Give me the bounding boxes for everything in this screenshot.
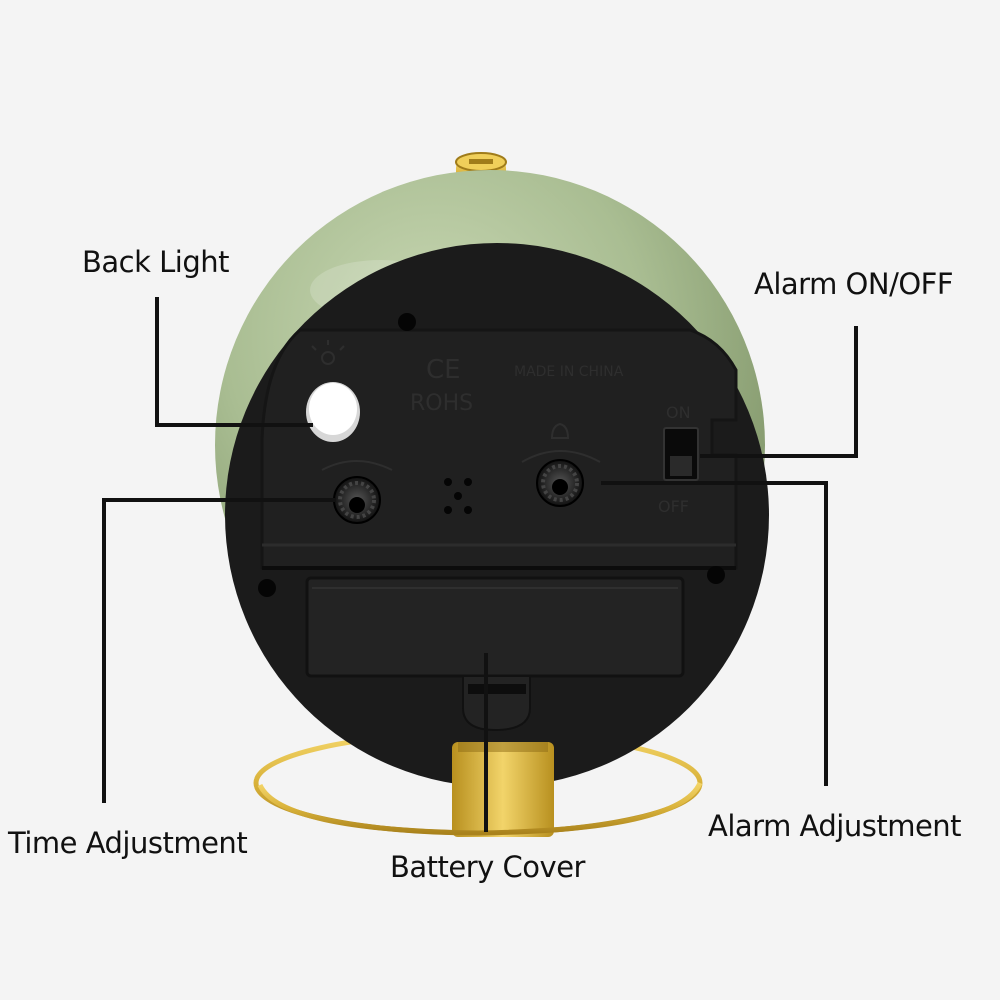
leader-lines [102, 297, 858, 832]
rohs-mark: ROHS [410, 391, 473, 416]
alarm-on-off-switch[interactable] [663, 427, 699, 481]
on-mark: ON [666, 403, 691, 422]
alarm-on-off-leader [700, 326, 858, 458]
screw-hole [707, 566, 725, 584]
stand-bracket [452, 742, 554, 837]
screw-hole [258, 579, 276, 597]
made-in-mark: MADE IN CHINA [514, 364, 624, 380]
back-light-label: Back Light [82, 245, 230, 279]
battery-cover-label: Battery Cover [390, 850, 585, 884]
movement-module [260, 328, 738, 570]
back-light-button[interactable] [306, 382, 360, 442]
alarm-adjustment-label: Alarm Adjustment [708, 809, 962, 843]
time-adjustment-leader [102, 498, 336, 803]
time-adjustment-label: Time Adjustment [8, 826, 248, 860]
off-mark: OFF [658, 497, 689, 516]
battery-cover[interactable] [305, 576, 685, 732]
light-bulb-icon [311, 340, 345, 365]
alarm-adjustment-knob[interactable] [536, 459, 584, 507]
alarm-bell-icon [521, 422, 601, 463]
time-adjustment-knob[interactable] [333, 476, 381, 524]
alarm-adjustment-leader [601, 481, 828, 786]
ce-mark: CE [426, 355, 461, 385]
alarm-on-off-label: Alarm ON/OFF [754, 267, 954, 301]
screw-hole [398, 313, 416, 331]
speaker-holes [444, 478, 472, 514]
back-light-leader [155, 297, 313, 427]
